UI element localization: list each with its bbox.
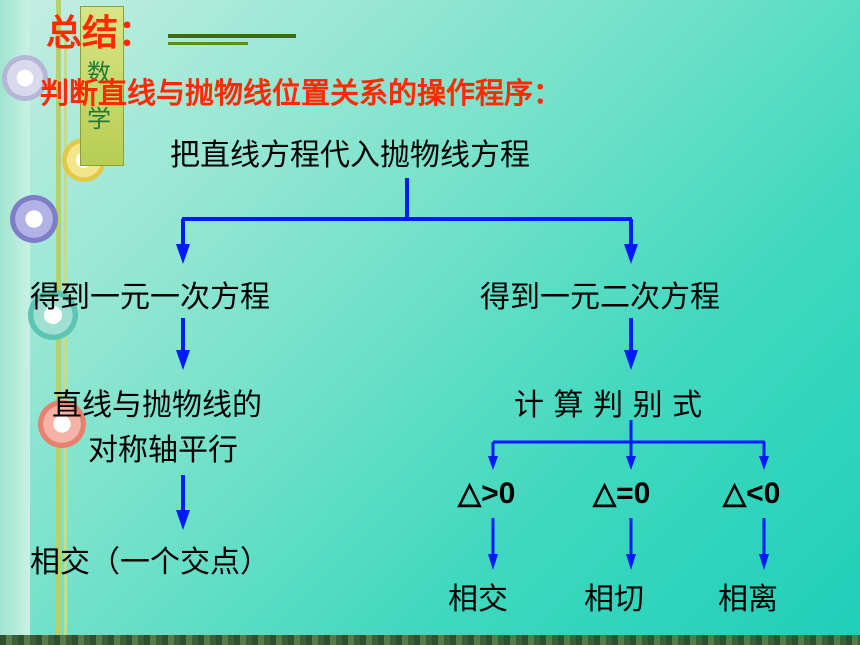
decorative-vine (64, 40, 67, 640)
case-result: 相交 (448, 582, 508, 617)
left-result: 相交（一个交点） (30, 545, 270, 580)
case-result: 相离 (718, 582, 778, 617)
arrow-down-icon (759, 456, 769, 470)
flower-decoration-icon (28, 290, 78, 340)
math-book-decoration: 数 学 (80, 6, 124, 166)
flower-decoration-icon (38, 400, 86, 448)
page-subtitle: 判断直线与抛物线位置关系的操作程序： (40, 76, 563, 110)
arrow-down-icon (176, 244, 190, 264)
arrow-down-icon (624, 244, 638, 264)
arrow-down-icon (176, 350, 190, 370)
arrow-down-icon (626, 554, 636, 570)
book-char: 学 (87, 105, 111, 133)
flow-root: 把直线方程代入抛物线方程 (170, 138, 530, 173)
case-result: 相切 (584, 582, 644, 617)
left-step1: 得到一元一次方程 (30, 280, 270, 315)
arrow-down-icon (488, 554, 498, 570)
arrow-down-icon (626, 456, 636, 470)
case-condition: △=0 (593, 477, 651, 510)
right-step1: 得到一元二次方程 (480, 280, 720, 315)
case-condition: △>0 (458, 477, 516, 510)
decorative-side-bar (0, 0, 30, 645)
flower-decoration-icon (2, 55, 48, 101)
title-underline (168, 42, 248, 45)
case-condition: △<0 (723, 477, 781, 510)
arrow-down-icon (176, 510, 190, 530)
page-title: 总结： (46, 12, 155, 54)
arrow-down-icon (759, 554, 769, 570)
arrow-down-icon (624, 350, 638, 370)
ground-strip (0, 635, 860, 645)
flower-decoration-icon (10, 195, 58, 243)
left-step2-line2: 对称轴平行 (88, 433, 238, 468)
right-step2: 计 算 判 别 式 (514, 388, 703, 423)
arrow-down-icon (488, 456, 498, 470)
title-underline (168, 34, 296, 38)
book-char: 数 (87, 59, 111, 87)
left-step2-line1: 直线与抛物线的 (52, 388, 262, 423)
